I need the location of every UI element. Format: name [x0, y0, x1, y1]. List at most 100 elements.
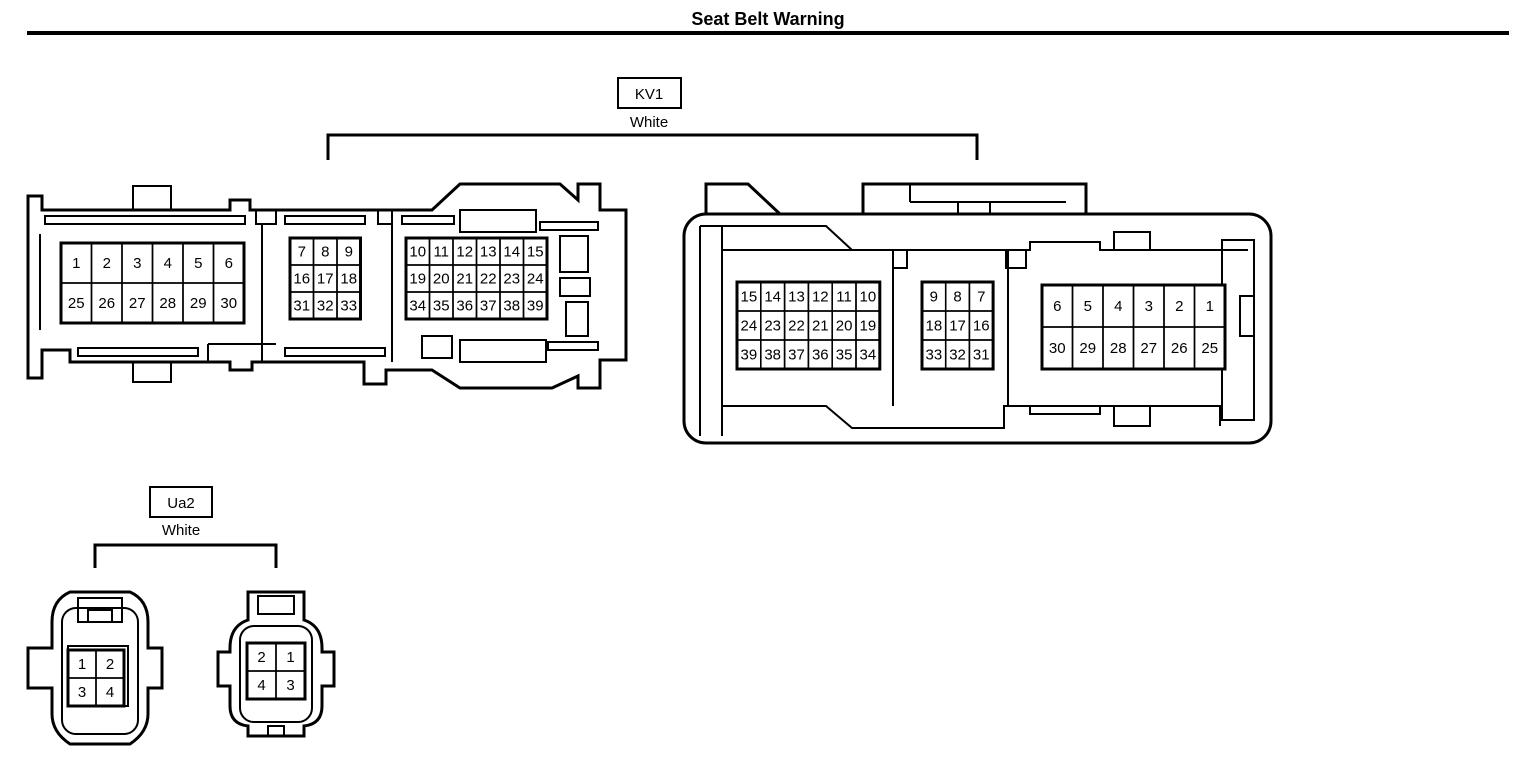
pin-number: 1	[1206, 298, 1214, 315]
pin-number: 13	[480, 244, 497, 261]
pin-number: 4	[164, 255, 172, 272]
kv1-name: KV1	[635, 86, 663, 103]
pin-number: 34	[409, 298, 426, 315]
pin-number: 10	[860, 289, 877, 306]
pin-number: 1	[72, 255, 80, 272]
pin-number: 27	[129, 295, 146, 312]
pin-number: 35	[836, 347, 853, 364]
pin-number: 33	[340, 298, 357, 315]
ua2-b-pin-grid: 2 1 4 3	[245, 641, 307, 701]
pin-number: 6	[1053, 298, 1061, 315]
pin-cell	[95, 677, 125, 707]
pin-number: 20	[433, 271, 450, 288]
pin-cell	[275, 670, 306, 700]
pin-number: 23	[764, 318, 781, 335]
pin-number: 19	[860, 318, 877, 335]
pin-number: 39	[527, 298, 544, 315]
pin-number: 27	[1140, 340, 1157, 357]
ua2-bracket	[93, 543, 278, 568]
pin-number: 28	[1110, 340, 1127, 357]
pin-number: 32	[949, 347, 966, 364]
pin-number: 2	[1175, 298, 1183, 315]
pin-number: 39	[741, 347, 758, 364]
pin-number: 10	[409, 244, 426, 261]
pin-number: 5	[194, 255, 202, 272]
pin-number: 32	[317, 298, 334, 315]
pin-number: 7	[298, 244, 306, 261]
pin-number: 12	[812, 289, 829, 306]
pin-number: 28	[159, 295, 176, 312]
pin-number: 9	[345, 244, 353, 261]
pin-number: 21	[812, 318, 829, 335]
pin-number: 9	[930, 289, 938, 306]
pin-number: 37	[788, 347, 805, 364]
pin-number: 3	[286, 677, 294, 694]
pin-number: 16	[973, 318, 990, 335]
pin-number: 30	[220, 295, 237, 312]
pin-number: 22	[480, 271, 497, 288]
kv1-connector-b	[682, 182, 1273, 445]
pin-number: 3	[133, 255, 141, 272]
pin-number: 38	[503, 298, 520, 315]
pin-number: 15	[741, 289, 758, 306]
pin-number: 20	[836, 318, 853, 335]
pin-number: 30	[1049, 340, 1066, 357]
pin-number: 26	[1171, 340, 1188, 357]
pin-number: 22	[788, 318, 805, 335]
pin-number: 8	[953, 289, 961, 306]
kv1-name-box	[617, 77, 682, 109]
pin-number: 33	[926, 347, 943, 364]
pin-number: 31	[973, 347, 990, 364]
pin-number: 38	[764, 347, 781, 364]
pin-number: 8	[321, 244, 329, 261]
pin-number: 17	[949, 318, 966, 335]
page-title: Seat Belt Warning	[691, 9, 844, 29]
pin-number: 11	[433, 244, 449, 261]
pin-number: 1	[286, 649, 294, 666]
pin-number: 2	[106, 656, 114, 673]
pin-cell	[336, 291, 362, 320]
pin-number: 1	[78, 656, 86, 673]
kv1-color: White	[630, 114, 668, 131]
pin-number: 25	[68, 295, 85, 312]
pin-number: 4	[106, 684, 114, 701]
pin-number: 14	[764, 289, 781, 306]
pin-number: 6	[225, 255, 233, 272]
pin-number: 15	[527, 244, 544, 261]
ua2-name-box	[149, 486, 213, 518]
pin-cell	[212, 282, 245, 324]
pin-number: 17	[317, 271, 334, 288]
pin-number: 36	[812, 347, 829, 364]
pin-number: 31	[293, 298, 310, 315]
pin-number: 5	[1084, 298, 1092, 315]
pin-number: 4	[257, 677, 265, 694]
pin-number: 13	[788, 289, 805, 306]
pin-number: 19	[409, 271, 426, 288]
pin-number: 35	[433, 298, 450, 315]
pin-number: 12	[456, 244, 473, 261]
pin-number: 26	[98, 295, 115, 312]
pin-number: 37	[480, 298, 497, 315]
ua2-connector-b	[216, 590, 336, 738]
pin-number: 18	[926, 318, 943, 335]
pin-number: 24	[527, 271, 544, 288]
pin-cell	[1193, 326, 1226, 370]
pin-number: 2	[257, 649, 265, 666]
pin-number: 18	[340, 271, 357, 288]
pin-cell	[855, 339, 881, 370]
pin-number: 11	[836, 289, 852, 306]
pin-number: 21	[456, 271, 473, 288]
pin-number: 7	[977, 289, 985, 306]
pin-number: 3	[1145, 298, 1153, 315]
pin-number: 29	[190, 295, 207, 312]
pin-number: 23	[503, 271, 520, 288]
pin-number: 4	[1114, 298, 1122, 315]
pin-number: 34	[860, 347, 877, 364]
ua2-name: Ua2	[167, 495, 195, 512]
